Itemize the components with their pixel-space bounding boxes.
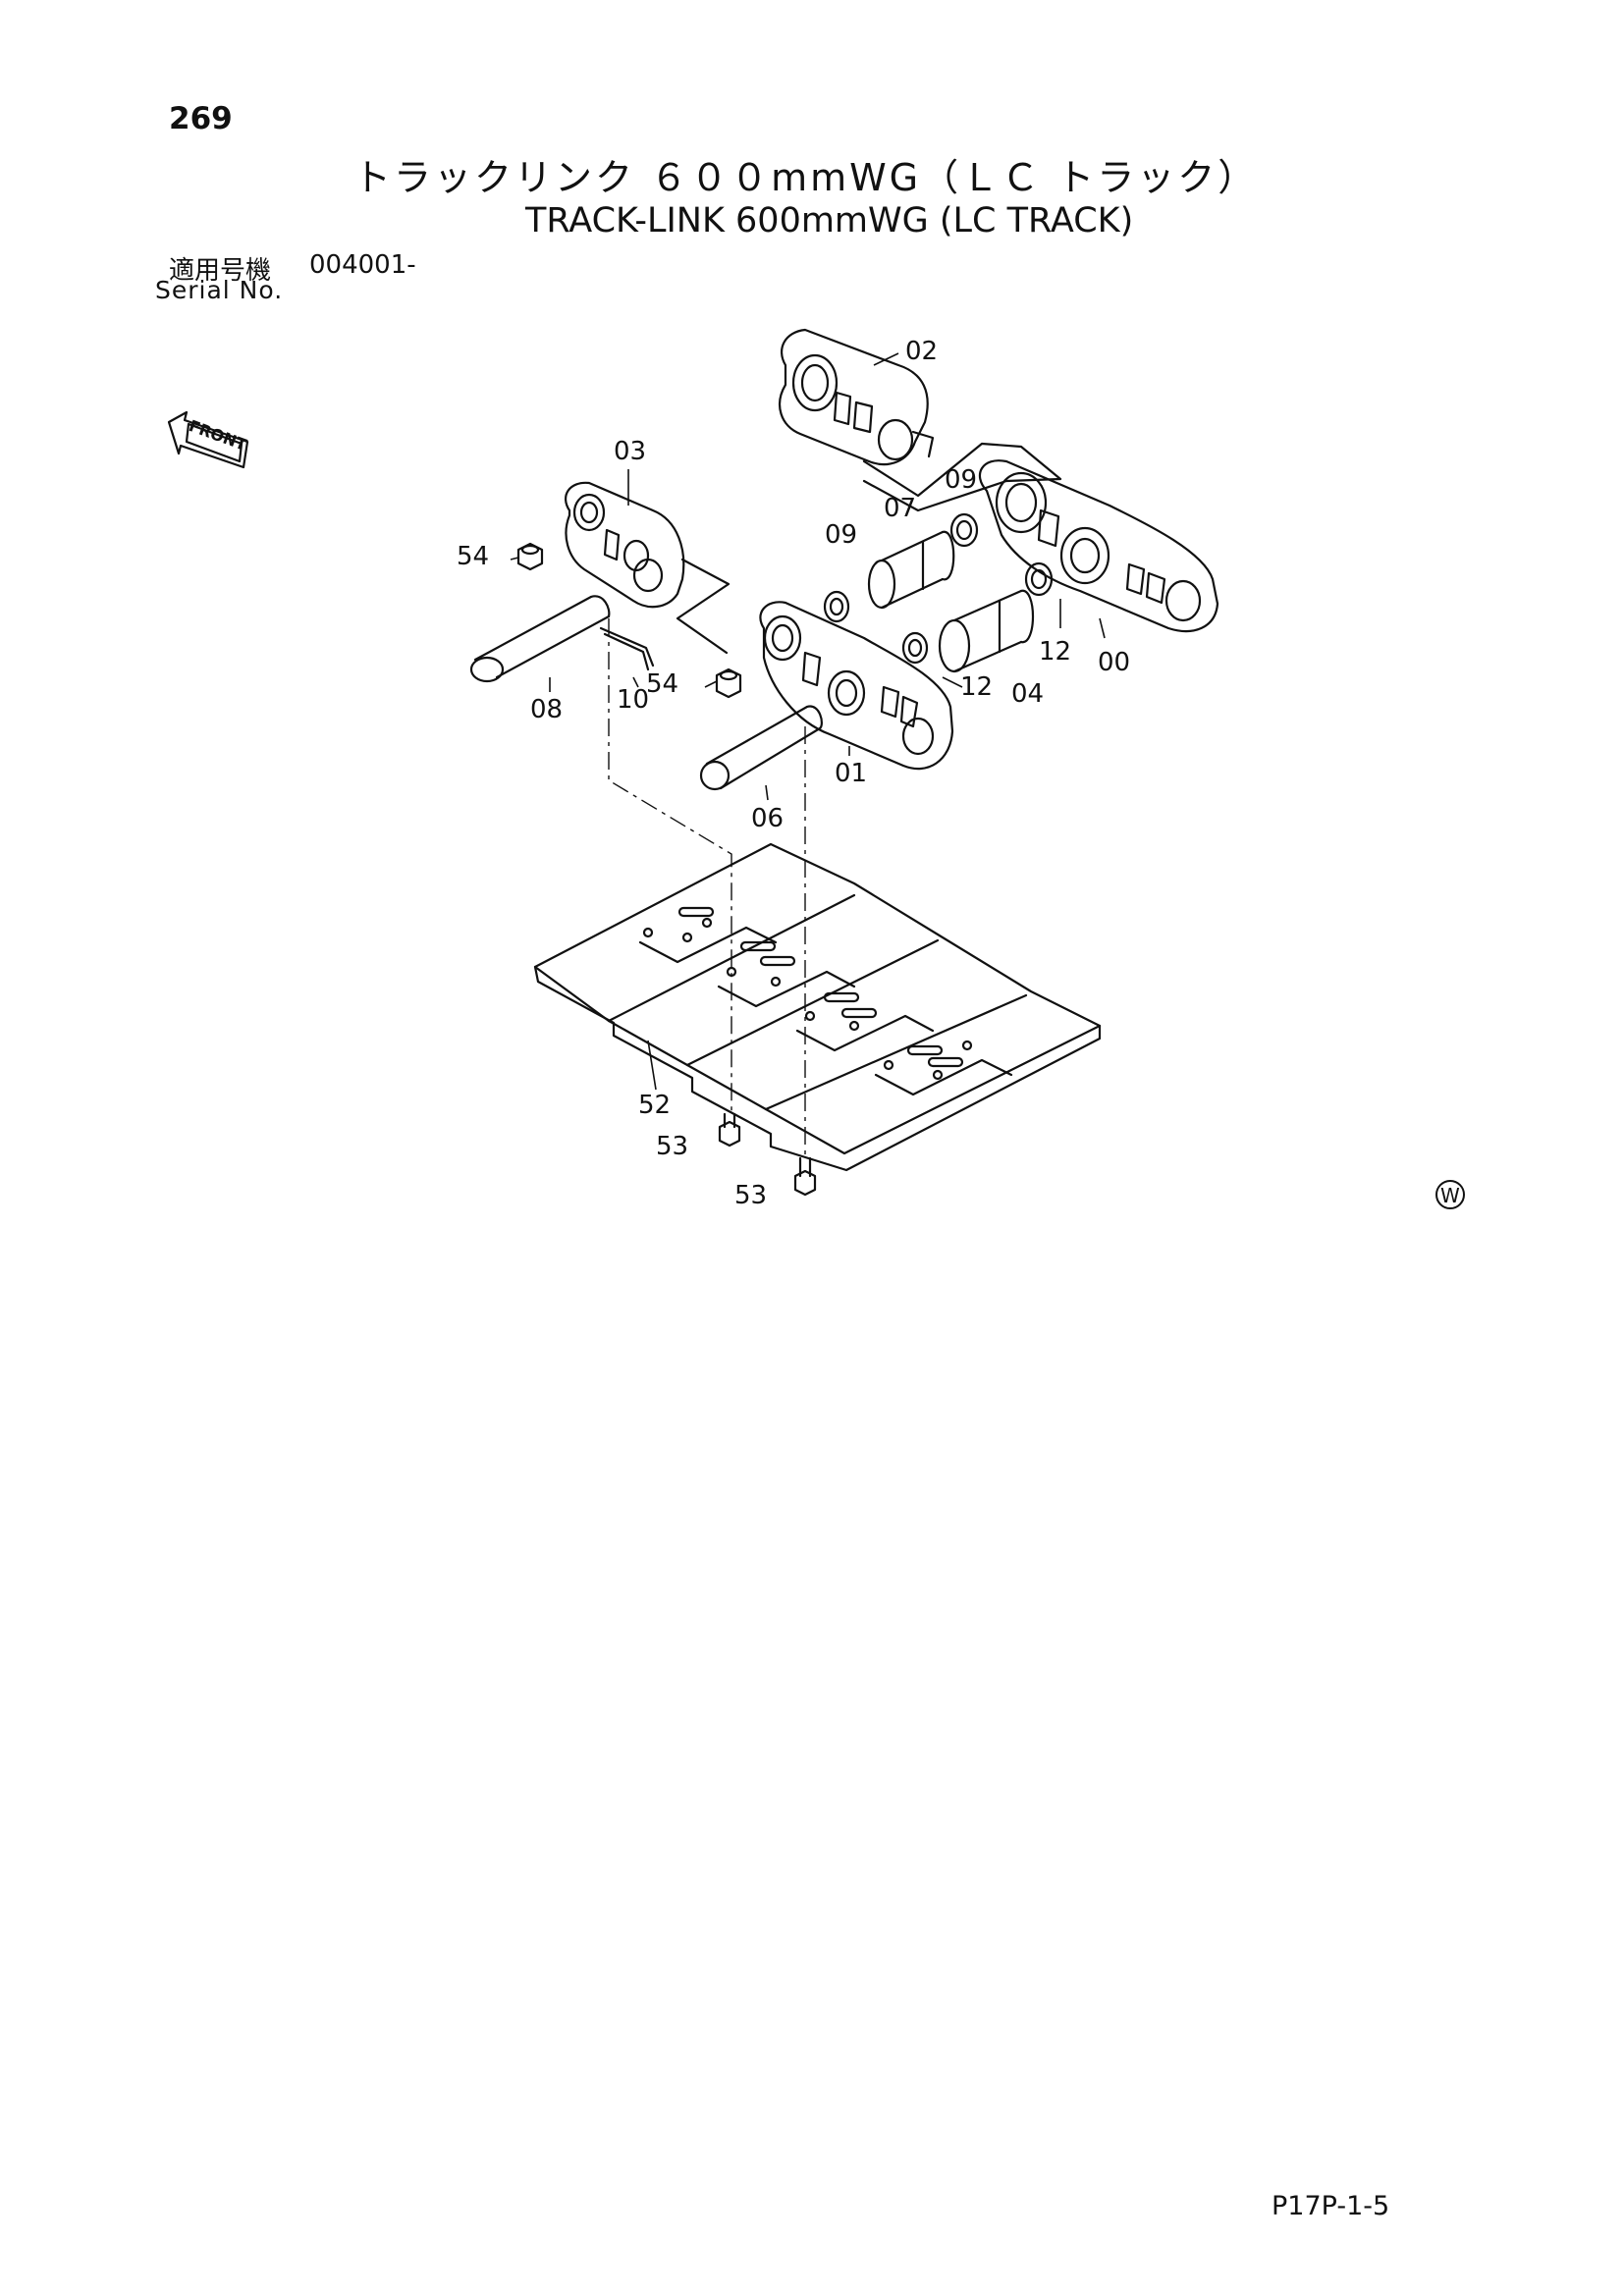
serial-label-english: Serial No. — [155, 276, 284, 304]
track-link-01-icon — [759, 601, 954, 771]
nut-54-upper-icon — [516, 542, 544, 571]
seal-ring-09-lower-icon — [823, 590, 850, 623]
title-english: TRACK-LINK 600mmWG (LC TRACK) — [525, 201, 1134, 240]
track-link-exploded-diagram: 02 03 09 07 09 54 54 12 12 04 00 08 10 0… — [167, 328, 1465, 1210]
serial-number-value: 004001- — [309, 250, 416, 280]
watermark-letter: W — [1440, 1184, 1460, 1207]
track-link-00-icon — [978, 459, 1219, 633]
seal-ring-12-upper-icon — [1024, 561, 1054, 597]
callout-08: 08 — [530, 695, 563, 724]
callout-01: 01 — [835, 759, 867, 788]
shoe-bolt-53-right-icon — [793, 1156, 817, 1197]
callout-00: 00 — [1098, 648, 1130, 677]
callout-54-upper: 54 — [457, 542, 489, 571]
callout-12-lower: 12 — [960, 672, 993, 702]
leader-lines — [510, 352, 1106, 1091]
track-link-03-icon — [565, 481, 731, 655]
front-label: FRONT — [187, 416, 249, 454]
front-arrow-icon — [167, 410, 249, 469]
page-code: P17P-1-5 — [1272, 2191, 1390, 2221]
callout-53-left: 53 — [656, 1132, 688, 1161]
track-link-02-icon — [779, 328, 1062, 512]
page-number: 269 — [169, 101, 233, 136]
title-japanese: トラックリンク ６００mmWG（ＬＣ トラック） — [353, 156, 1259, 199]
serial-label-japanese: 適用号機 — [169, 256, 272, 286]
callout-07: 07 — [884, 494, 916, 523]
watermark: W — [1435, 1180, 1465, 1209]
callout-04: 04 — [1011, 679, 1044, 709]
shoe-bolt-53-left-icon — [718, 1112, 741, 1148]
callout-02: 02 — [905, 337, 938, 366]
callout-10: 10 — [617, 685, 649, 715]
track-shoe-52-icon — [533, 842, 1102, 1172]
callout-09-lower: 09 — [825, 520, 857, 550]
callout-06: 06 — [751, 804, 784, 833]
nut-54-lower-icon — [715, 667, 742, 699]
alignment-center-lines — [608, 618, 806, 1158]
bushing-04-icon — [938, 589, 1035, 673]
bushing-07-icon — [867, 530, 955, 610]
master-pin-08-icon — [469, 595, 611, 683]
seal-ring-12-lower-icon — [901, 631, 929, 665]
spring-pin-10-icon — [599, 626, 655, 671]
callout-09-upper: 09 — [945, 465, 977, 495]
callout-54-lower: 54 — [646, 669, 678, 699]
seal-ring-09-upper-icon — [949, 512, 979, 548]
callout-03: 03 — [614, 437, 646, 466]
callout-12-upper: 12 — [1039, 637, 1071, 667]
callout-52: 52 — [638, 1091, 671, 1120]
callout-53-right: 53 — [734, 1181, 767, 1210]
pin-06-icon — [699, 705, 824, 791]
